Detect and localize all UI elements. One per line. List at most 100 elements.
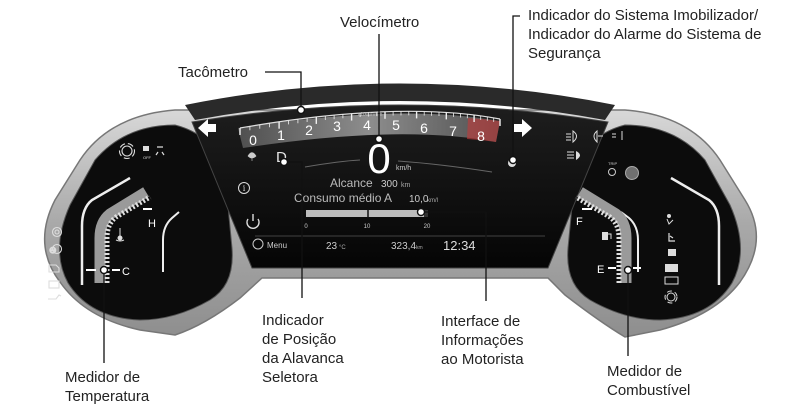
- immobilizer-label-line: Indicador do Sistema Imobilizador/: [528, 7, 759, 24]
- shift-indicator-label-line: Indicador: [262, 312, 324, 329]
- tach-number: 2: [305, 122, 313, 138]
- temperature-gauge-label: Medidor de Temperatura: [65, 368, 149, 406]
- tachometer-label: Tacômetro: [178, 64, 249, 81]
- tachometer-ticks: [239, 111, 501, 135]
- tach-multiplier: x1000r/min: [358, 112, 383, 118]
- trip-label: TRIP: [608, 161, 617, 166]
- temp-gauge-outer-arc: [80, 176, 131, 285]
- shift-indicator-label-line: da Alavanca: [262, 350, 344, 367]
- svg-text:OFF: OFF: [143, 155, 152, 160]
- range-value: 300: [381, 179, 398, 190]
- tachometer-arc: [239, 110, 501, 129]
- parking-light-icon: [612, 131, 623, 140]
- fuel-gauge-label-line: Medidor de: [607, 363, 683, 380]
- tach-number: 7: [449, 123, 457, 139]
- bar-tick: 20: [424, 224, 431, 230]
- driver-info-label-line: Interface de: [441, 313, 521, 330]
- coolant-temp-icon: [115, 228, 125, 242]
- vsa-off-icon: OFF: [143, 146, 152, 160]
- fuel-pump-icon: [602, 232, 612, 240]
- fog-light-icon: [566, 130, 577, 144]
- fuel-gauge-label: Medidor de Combustível: [607, 362, 690, 400]
- oil-pressure-icon: [48, 294, 62, 300]
- range-label: Alcance: [330, 176, 373, 190]
- tach-number: 6: [420, 120, 428, 136]
- temp-gauge-inner-arc: [162, 211, 180, 272]
- right-gauge-pod: [567, 124, 741, 321]
- clock: 12:34: [443, 238, 476, 253]
- temp-hot-label: H: [148, 218, 156, 230]
- smart-key-icon: [665, 264, 678, 272]
- driver-info-label: Interface de Informações ao Motorista: [441, 312, 524, 369]
- speed-line-right: [397, 160, 493, 173]
- immobilizer-label-line: Indicador do Alarme do Sistema de: [528, 26, 762, 43]
- bar-tick: 10: [364, 224, 371, 230]
- tachometer-numbers: 0 1 2 3 4 5 6 7 8: [249, 117, 485, 148]
- odometer-unit: km: [416, 245, 423, 251]
- tachometer-redzone: [467, 118, 500, 142]
- center-hood: [185, 83, 615, 120]
- temperature-gauge-label-line: Temperatura: [65, 388, 150, 405]
- fuel-empty-label: E: [597, 264, 604, 276]
- tachometer-band: [238, 113, 500, 148]
- outside-temp-unit: °C: [339, 245, 346, 251]
- bar-tick: 0: [304, 224, 308, 230]
- menu-label: Menu: [267, 241, 287, 250]
- info-icon-glyph: i: [243, 184, 246, 193]
- right-turn-arrow-icon: [514, 119, 532, 137]
- driver-info-leader: [421, 211, 487, 301]
- rear-fog-icon: [593, 129, 603, 144]
- center-display: [191, 104, 609, 269]
- leader-dots: [99, 105, 633, 275]
- brake-warning-icon: [118, 142, 136, 160]
- power-icon: [246, 214, 260, 229]
- abs-warning-icon: [664, 290, 678, 304]
- door-open-icon: [668, 249, 676, 256]
- immobilizer-label-line: Segurança: [528, 45, 601, 62]
- trip-knob[interactable]: [625, 166, 639, 180]
- airbag-icon: [666, 214, 674, 225]
- tach-number: 5: [392, 117, 400, 133]
- tach-number: 4: [363, 117, 371, 133]
- immobilizer-leader: [512, 15, 520, 160]
- speedometer-label: Velocímetro: [340, 14, 420, 31]
- outside-temp: 23: [326, 241, 338, 252]
- fuel-gauge-label-line: Combustível: [607, 382, 691, 399]
- tach-number: 8: [477, 128, 485, 144]
- headlight-icon: [567, 151, 580, 160]
- menu-icon: [252, 238, 264, 250]
- speed-unit: km/h: [396, 165, 411, 172]
- fuel-gauge-outer-arc: [670, 176, 721, 285]
- fuel-gauge-bars: [574, 187, 632, 283]
- seatbelt-reminder-icon: ⊖: [48, 243, 63, 256]
- eco-leaf-icon: [247, 152, 257, 161]
- speed-line-left: [304, 159, 361, 168]
- tach-number: 3: [333, 118, 341, 134]
- leader-lines: [103, 15, 629, 363]
- vsa-icon: [155, 146, 165, 156]
- shift-indicator-label-line: de Posição: [262, 331, 337, 348]
- trip-icon: [608, 168, 616, 176]
- driver-info-label-line: Informações: [441, 332, 524, 349]
- speed-value: 0: [367, 135, 390, 182]
- shift-indicator-leader: [284, 161, 303, 298]
- battery-warning-icon: [48, 280, 60, 289]
- consumption-value: 10,0: [409, 194, 429, 205]
- info-icon: [238, 182, 250, 194]
- consumption-unit: km/l: [427, 198, 438, 204]
- temp-cold-label: C: [122, 266, 130, 278]
- shift-indicator-label-line: Seletora: [262, 369, 318, 386]
- consumption-bar-fill: [306, 210, 424, 217]
- fuel-gauge-inner-arc: [620, 211, 639, 272]
- shift-indicator-label: Indicador de Posição da Alavanca Seletor…: [262, 311, 344, 387]
- tach-number: 0: [249, 132, 257, 148]
- tach-number: 1: [277, 127, 285, 143]
- engine-warning-icon: [48, 264, 60, 273]
- odometer: 323,4: [391, 241, 416, 252]
- gear-position: D: [276, 149, 287, 166]
- consumption-label: Consumo médio A: [294, 191, 392, 205]
- temp-gauge-bars: [94, 187, 152, 283]
- range-unit: km: [401, 182, 411, 189]
- fuel-full-label: F: [576, 216, 583, 228]
